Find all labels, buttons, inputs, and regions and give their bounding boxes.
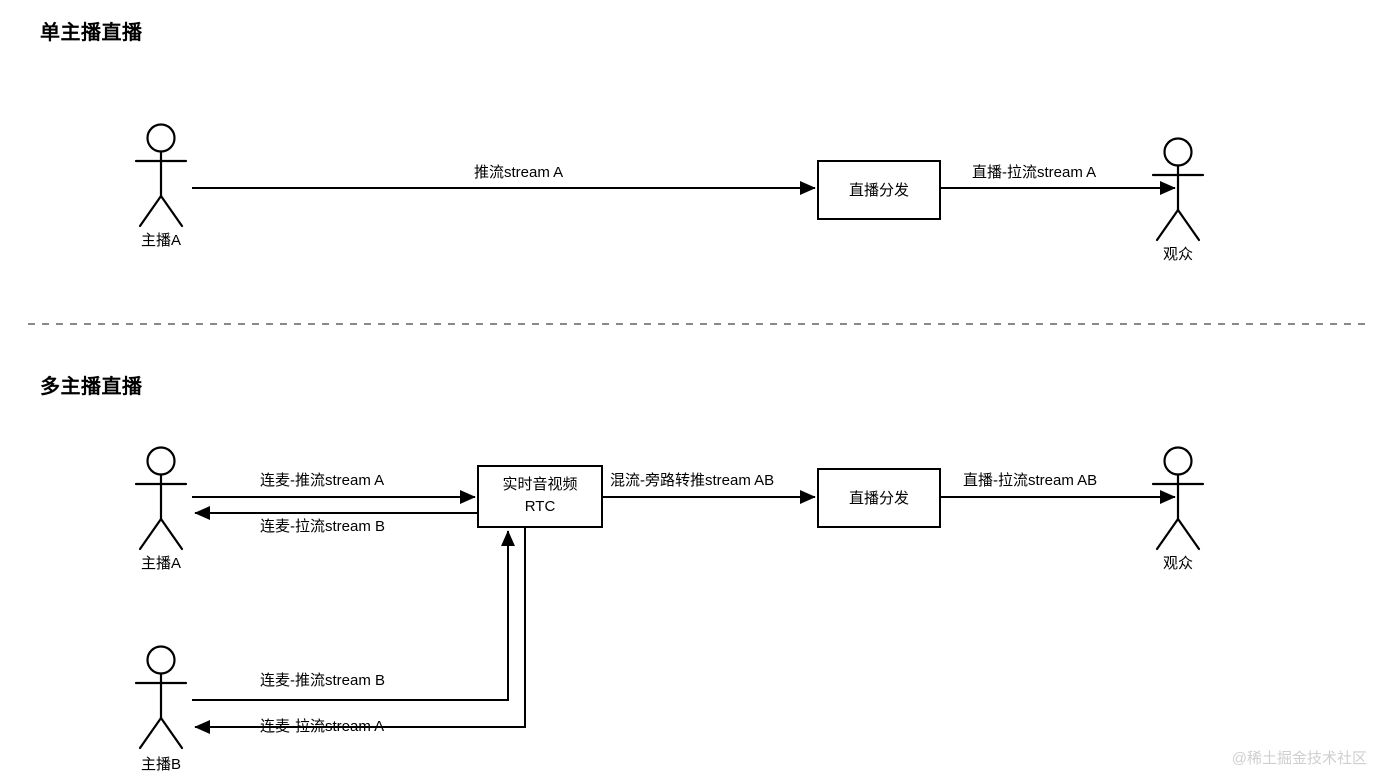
- actor-label-viewer2: 观众: [1162, 555, 1193, 572]
- edge-label-mic-pull-stream-a: 连麦-拉流stream A: [260, 718, 385, 735]
- section-title-multi-anchor: 多主播直播: [40, 376, 143, 398]
- actor-label-anchor-a2: 主播A: [140, 555, 181, 572]
- edge-label-mix-relay-stream-ab: 混流-旁路转推stream AB: [610, 472, 775, 489]
- box-live-distribution-2: [817, 468, 941, 528]
- actor-label-anchor-a: 主播A: [140, 232, 181, 249]
- box-rtc: [477, 465, 603, 528]
- edge-label-mic-push-stream-a: 连麦-推流stream A: [260, 472, 385, 489]
- box-live-distribution: [817, 160, 941, 220]
- watermark: @稀土掘金技术社区: [1231, 750, 1367, 767]
- actor-viewer-figure: [1151, 137, 1205, 242]
- edge-label-push-stream-a: 推流stream A: [474, 164, 564, 181]
- section-title-single-anchor: 单主播直播: [40, 22, 143, 44]
- box-label-rtc-line2: RTC: [524, 498, 556, 515]
- box-label-rtc-line1: 实时音视频: [502, 476, 578, 493]
- actor-anchor-b2-figure: [134, 645, 188, 750]
- actor-viewer2-figure: [1151, 446, 1205, 551]
- edge-label-mic-pull-stream-b: 连麦-拉流stream B: [260, 518, 386, 535]
- edge-label-live-pull-stream-ab: 直播-拉流stream AB: [963, 472, 1098, 489]
- actor-label-viewer: 观众: [1162, 246, 1193, 263]
- box-label-live-distribution-2: 直播分发: [848, 490, 909, 507]
- edge-label-mic-push-stream-b: 连麦-推流stream B: [260, 672, 386, 689]
- actor-anchor-a2-figure: [134, 446, 188, 551]
- edge-label-live-pull-stream-a: 直播-拉流stream A: [972, 164, 1097, 181]
- edge-mic-pull-stream-a-path: [194, 527, 526, 735]
- actor-anchor-a-figure: [134, 123, 188, 228]
- edge-mic-push-stream-b-path: [192, 530, 516, 701]
- actor-label-anchor-b2: 主播B: [140, 756, 181, 773]
- box-label-live-distribution: 直播分发: [848, 182, 909, 199]
